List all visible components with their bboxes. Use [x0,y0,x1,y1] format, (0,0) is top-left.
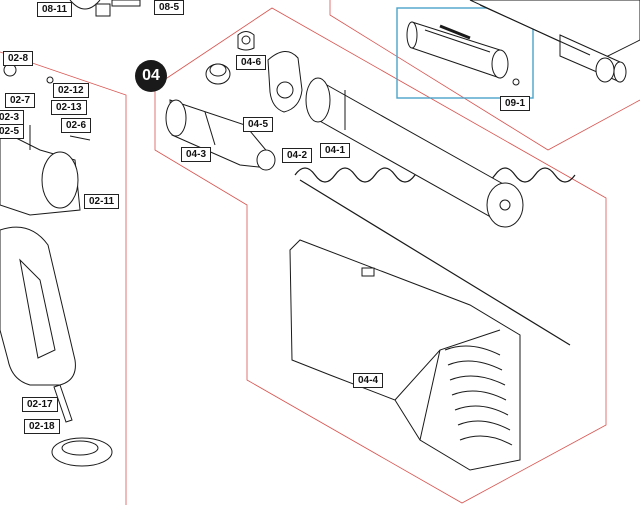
part-label-04-5: 04-5 [243,117,274,132]
part-04-1-tube-drawing [305,77,524,228]
part-label-04-6: 04-6 [236,55,267,70]
part-label-04-2: 04-2 [282,148,313,163]
part-label-02-6: 02-6 [61,118,92,133]
part-04-6-drawing [237,31,255,51]
part-04-3-drawing [165,99,276,171]
lower-receiver-drawing [0,63,91,216]
part-label-02-18: 02-18 [24,419,60,434]
part-label-02-7: 02-7 [5,93,36,108]
part-label-09-1: 09-1 [500,96,531,111]
part-label-08-11: 08-11 [37,2,73,17]
part-label-02-8: 02-8 [3,51,34,66]
part-label-04-3: 04-3 [181,147,212,162]
part-drawings [0,0,640,471]
section-number-badge: 04 [135,60,167,92]
part-label-02-5: 02-5 [0,124,25,139]
part-label-02-17: 02-17 [22,397,58,412]
part-02-18-cap-drawing [51,437,113,467]
section-04-boundary [154,7,607,504]
section-09-boundary [329,0,640,151]
part-04-4-stock-drawing [289,239,521,471]
top-left-parts-drawing [69,0,141,17]
part-label-02-13: 02-13 [51,100,87,115]
part-04-5-drawing [267,51,303,113]
part-label-02-11: 02-11 [84,194,120,209]
pistol-grip-drawing [0,226,76,386]
part-09-1-highlight-box [396,7,534,99]
part-label-08-5: 08-5 [154,0,185,15]
part-02-17-screw-drawing [53,384,73,423]
part-label-02-12: 02-12 [53,83,89,98]
part-label-04-1: 04-1 [320,143,351,158]
upper-receiver-drawing [469,0,640,83]
part-09-1-drawing [406,21,520,86]
section-02-boundary [0,51,127,505]
part-04-nut-drawing [205,63,231,85]
part-label-02-3: 02-3 [0,110,25,125]
part-label-04-4: 04-4 [353,373,384,388]
